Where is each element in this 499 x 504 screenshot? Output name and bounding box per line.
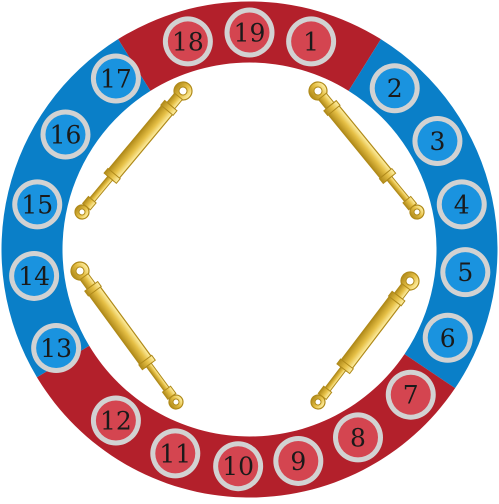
port-number: 7 [403, 381, 419, 410]
port-number: 6 [440, 324, 456, 353]
port-fill [95, 58, 136, 99]
port-19: 19 [224, 7, 275, 58]
port-number: 4 [454, 190, 470, 219]
port-fill [95, 400, 136, 441]
port-number: 9 [290, 447, 306, 476]
port-number: 3 [429, 127, 445, 156]
port-6: 6 [422, 312, 473, 363]
cylinder-bottom-left [70, 261, 184, 410]
port-17: 17 [90, 53, 141, 104]
blue-sector-right [348, 39, 498, 389]
port-2: 2 [369, 63, 420, 114]
port-fill [45, 114, 86, 155]
port-fill [167, 21, 208, 62]
port-13: 13 [31, 323, 82, 374]
port-fill [36, 328, 77, 369]
port-number: 5 [457, 258, 473, 287]
port-3: 3 [412, 116, 463, 166]
port-fill [417, 121, 458, 161]
port-7: 7 [385, 369, 436, 420]
port-number: 19 [234, 19, 266, 48]
port-fill [17, 184, 58, 225]
port-fill [390, 374, 431, 415]
port-number: 10 [222, 452, 254, 481]
port-fill [218, 446, 259, 487]
port-1: 1 [286, 16, 337, 67]
port-fill [291, 21, 332, 62]
port-fill [229, 12, 270, 53]
port-15: 15 [12, 179, 63, 230]
port-fill [338, 417, 378, 458]
port-fill [14, 255, 55, 296]
port-fill [155, 433, 196, 474]
port-number: 11 [159, 439, 191, 468]
port-number: 17 [100, 65, 132, 94]
hydraulic-cylinders [70, 81, 425, 410]
port-number: 2 [387, 74, 403, 103]
cylinder-top-left [74, 81, 193, 220]
port-number: 16 [50, 121, 82, 150]
port-8: 8 [333, 412, 383, 463]
port-11: 11 [150, 428, 201, 479]
port-fill [441, 184, 482, 225]
port-fill [374, 68, 415, 109]
port-5: 5 [440, 247, 491, 298]
port-number: 12 [100, 406, 132, 435]
port-fill [278, 440, 319, 481]
port-fill [427, 317, 468, 358]
port-number: 18 [172, 27, 204, 56]
port-4: 4 [436, 179, 487, 230]
port-16: 16 [40, 109, 91, 160]
cylinder-bottom-right [310, 271, 420, 410]
port-number: 13 [40, 334, 72, 363]
cylinder-top-right [308, 81, 425, 220]
port-10: 10 [213, 441, 264, 492]
port-18: 18 [162, 16, 213, 67]
port-9: 9 [273, 435, 324, 486]
port-number: 1 [303, 27, 319, 56]
port-14: 14 [9, 250, 60, 301]
port-number: 14 [18, 262, 50, 291]
port-fill [445, 252, 486, 293]
port-12: 12 [90, 395, 141, 446]
port-number: 8 [350, 423, 366, 452]
port-number: 15 [21, 190, 53, 219]
